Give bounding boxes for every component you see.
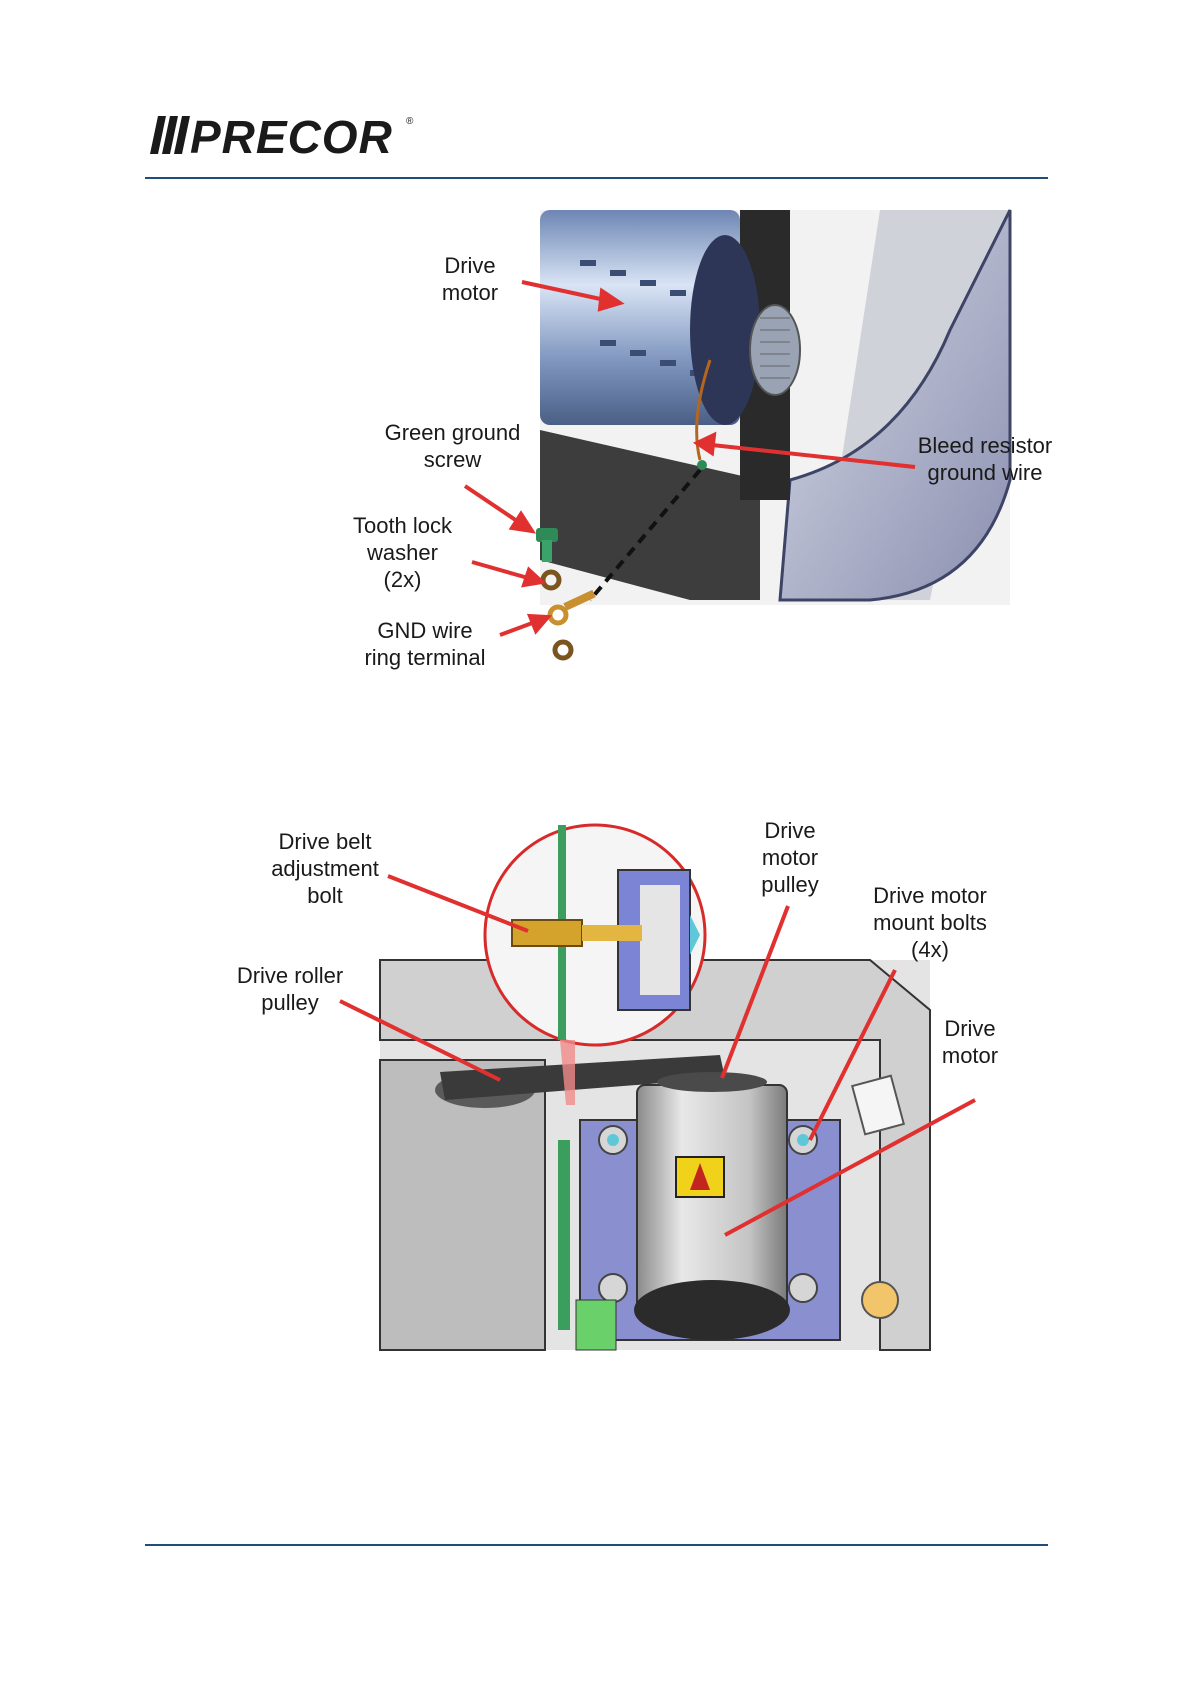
label-drive-motor-2: Drive motor — [925, 1015, 1015, 1069]
figure-drive-belt — [0, 0, 1191, 1380]
label-drive-motor-pulley: Drive motor pulley — [745, 817, 835, 898]
mount-bolt-4 — [789, 1274, 817, 1302]
mount-bolt-3 — [599, 1274, 627, 1302]
footer-rule — [145, 1544, 1048, 1546]
drive-motor-pulley — [657, 1072, 767, 1092]
label-drive-belt-adjustment-bolt: Drive belt adjustment bolt — [255, 828, 395, 909]
label-drive-roller-pulley: Drive roller pulley — [220, 962, 360, 1016]
label-drive-motor-mount-bolts: Drive motor mount bolts (4x) — [855, 882, 1005, 963]
adjustment-bolt — [512, 920, 582, 946]
drive-motor-end-cap — [634, 1280, 790, 1340]
